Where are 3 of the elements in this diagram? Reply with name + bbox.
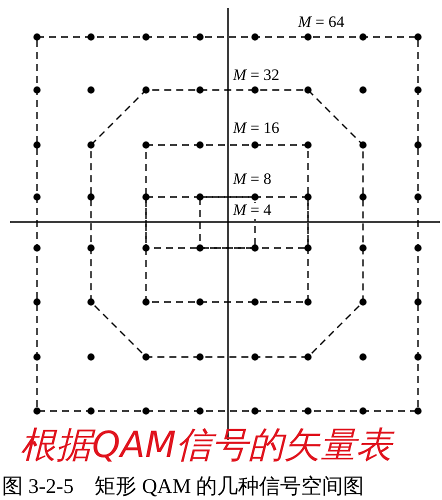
figure-caption: 图 3-2-5 矩形 QAM 的几种信号空间图 [2, 474, 364, 498]
handwritten-note: 根据QAM信号的矢量表 [20, 426, 392, 466]
constellation-label: M = 4 [232, 203, 272, 219]
